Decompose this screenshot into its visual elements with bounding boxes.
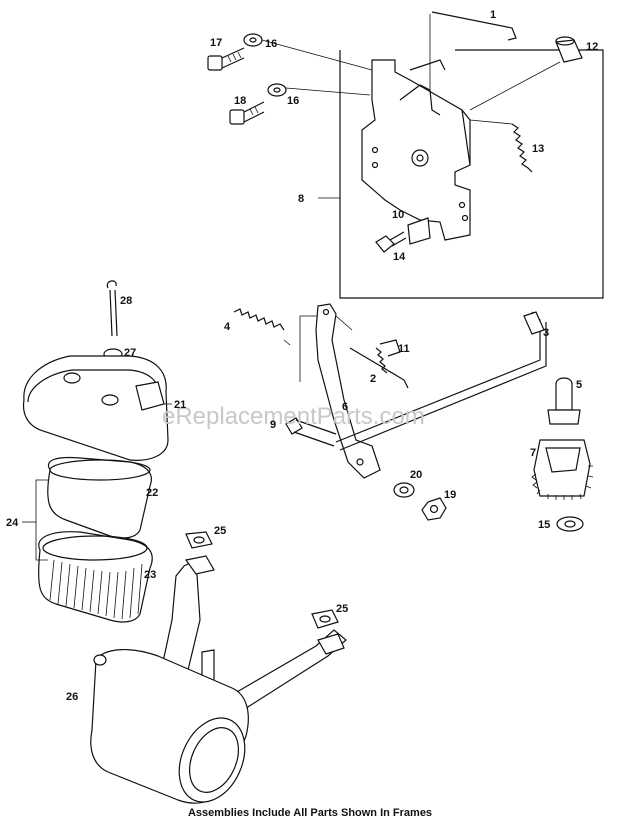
part-number-label: 4	[224, 321, 231, 333]
watermark: eReplacementParts.com	[162, 403, 425, 430]
muffler	[90, 555, 347, 804]
bushing	[555, 36, 583, 63]
part-labels: 1 12 17 16 18 16 13 8 10 14 28 4 11 3 2 …	[6, 9, 598, 703]
leader-line	[469, 119, 513, 125]
link-rod	[349, 347, 409, 389]
part-number-label: 21	[174, 399, 186, 411]
part-number-label: 23	[144, 569, 156, 581]
governor-pin	[547, 377, 581, 425]
part-number-label: 24	[6, 517, 19, 529]
part-number-label: 20	[410, 469, 422, 481]
part-number-label: 1	[490, 9, 496, 21]
part-number-label: 3	[543, 327, 549, 339]
part-number-label: 6	[342, 401, 348, 413]
assembly-frame	[339, 49, 604, 299]
part-number-label: 25	[214, 525, 226, 537]
leader-line	[469, 61, 561, 111]
governor-gear	[531, 439, 594, 500]
nut	[421, 497, 447, 521]
leader-line	[285, 87, 371, 96]
part-number-label: 26	[66, 691, 78, 703]
air-cleaner-cover	[22, 355, 169, 461]
part-number-label: 27	[124, 347, 136, 359]
control-bracket	[361, 59, 471, 241]
clip	[407, 217, 431, 245]
washer	[393, 482, 415, 498]
part-number-label: 11	[398, 343, 410, 355]
spring	[375, 347, 388, 374]
washer	[243, 33, 263, 47]
throttle-rod	[335, 311, 547, 451]
filter-element	[37, 531, 153, 623]
governor-lever	[315, 303, 381, 479]
part-number-label: 18	[234, 95, 246, 107]
part-number-label: 5	[576, 379, 582, 391]
part-number-label: 16	[265, 38, 277, 50]
part-number-label: 25	[336, 603, 348, 615]
part-number-label: 22	[146, 487, 158, 499]
part-number-label: 16	[287, 95, 299, 107]
part-number-label: 8	[298, 193, 304, 205]
bolt	[285, 417, 337, 447]
diagram-caption: Assemblies Include All Parts Shown In Fr…	[188, 807, 432, 819]
part-number-label: 28	[120, 295, 132, 307]
screw	[207, 47, 245, 71]
part-number-label: 15	[538, 519, 550, 531]
spring	[511, 123, 533, 173]
spring	[379, 339, 401, 357]
part-number-label: 19	[444, 489, 456, 501]
leader-line	[261, 39, 373, 71]
gasket	[311, 609, 339, 629]
part-number-label: 12	[586, 41, 598, 53]
part-number-label: 14	[393, 251, 406, 263]
washer	[556, 516, 584, 532]
part-number-label: 2	[370, 373, 376, 385]
stud	[106, 280, 118, 337]
part-number-label: 7	[530, 447, 536, 459]
bolt	[375, 231, 407, 253]
part-number-label: 9	[270, 419, 276, 431]
gasket	[185, 531, 213, 549]
spring	[233, 308, 285, 331]
washer	[267, 83, 287, 97]
leader-line	[283, 339, 291, 346]
part-number-label: 13	[532, 143, 544, 155]
part-number-label: 17	[210, 37, 222, 49]
screw	[229, 101, 265, 125]
governor-rod	[431, 11, 517, 41]
assembly-bracket	[35, 479, 48, 561]
part-number-label: 10	[392, 209, 404, 221]
pre-cleaner	[47, 456, 152, 539]
